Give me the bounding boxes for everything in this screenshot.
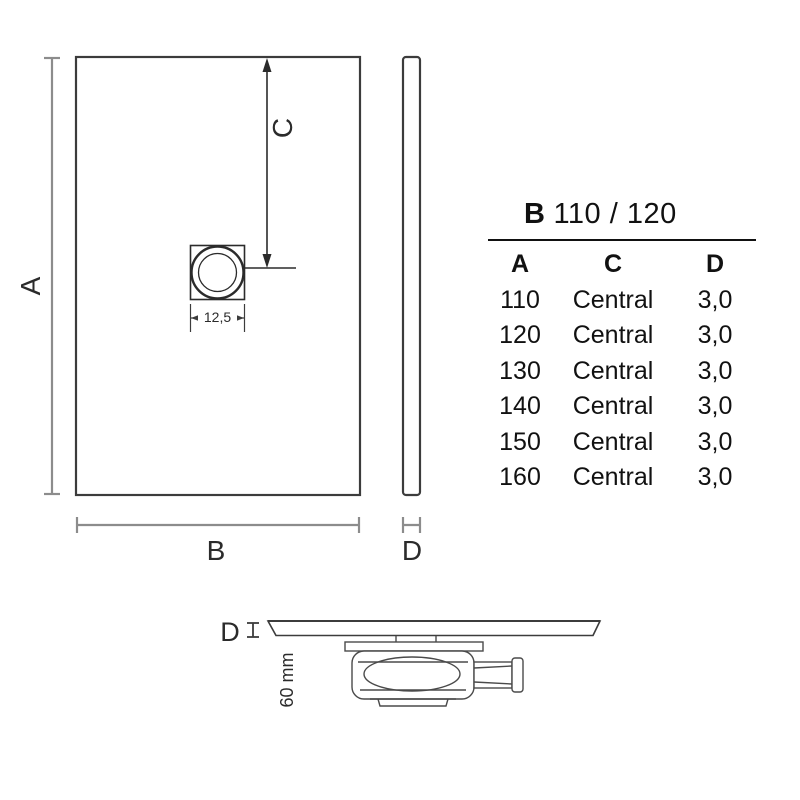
table-cell-c: Central (572, 356, 654, 385)
dimension-b-label: B (207, 535, 226, 566)
table-cell-a: 150 (499, 427, 541, 456)
table-cell-d: 3,0 (697, 463, 733, 491)
table-cell-a: 120 (499, 321, 541, 349)
dimension-c-label: C (267, 118, 298, 138)
section-d-label: D (220, 617, 240, 647)
dimension-drain-width (189, 304, 246, 332)
dimension-c (218, 58, 296, 269)
table-cell-c: Central (572, 427, 654, 456)
col-header-a: A (510, 250, 530, 278)
table-cell-d: 3,0 (697, 392, 733, 420)
table-cell-d: 3,0 (697, 427, 733, 456)
table-cell-a: 160 (499, 463, 541, 491)
drain-symbol (189, 244, 246, 301)
table-cell-d: 3,0 (697, 321, 733, 349)
table-cell-c: Central (572, 463, 654, 491)
size-table-rule (488, 239, 756, 241)
table-cell-d: 3,0 (697, 285, 733, 314)
dimension-b (75, 517, 361, 533)
col-header-d: D (705, 250, 725, 278)
section-height-label: 60 mm (277, 652, 297, 707)
table-cell-c: Central (572, 285, 654, 314)
size-table-title-range: 110 / 120 (553, 198, 677, 230)
size-table-grid: A C D 110 Central 3,0 120 Central 3,0 13… (488, 247, 758, 496)
dimension-d-label: D (402, 535, 422, 566)
table-cell-a: 130 (499, 356, 541, 385)
table-cell-c: Central (572, 321, 654, 349)
table-cell-c: Central (572, 392, 654, 420)
size-table-title-b: B (524, 198, 546, 230)
dimension-a (44, 56, 60, 496)
plan-view-drawing: A C 12,5 B (15, 55, 422, 566)
section-view-drawing: D 60 mm (220, 617, 602, 708)
section-d-bracket (247, 622, 259, 638)
table-cell-d: 3,0 (697, 356, 733, 385)
tray-edge-outline (401, 55, 422, 497)
dimension-d (401, 517, 422, 533)
table-cell-a: 140 (499, 392, 541, 420)
tray-section-profile (266, 620, 602, 637)
dimension-a-label: A (15, 276, 46, 295)
table-cell-a: 110 (500, 285, 540, 314)
col-header-c: C (603, 250, 623, 278)
dimension-drain-width-label: 12,5 (204, 309, 231, 325)
drain-assembly (344, 636, 524, 707)
